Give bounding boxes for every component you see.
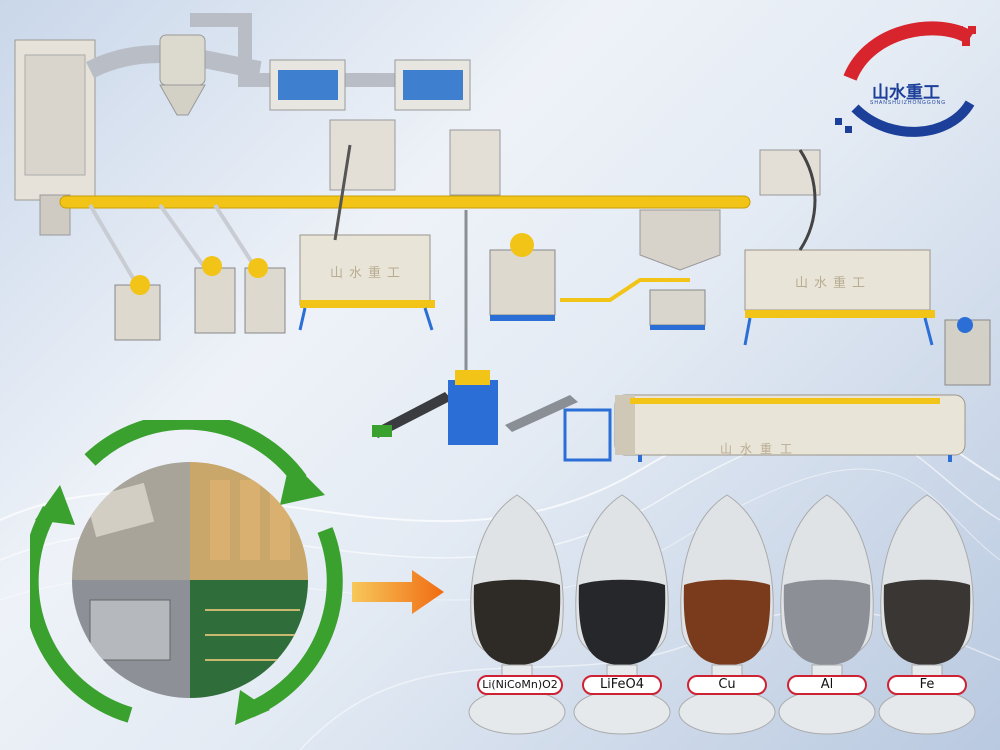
product-label: Cu — [687, 675, 767, 695]
machine-stamp-right: 山水重工 — [795, 276, 872, 291]
machine-stamp-left: 山水重工 — [330, 266, 407, 281]
filter-box-1 — [269, 59, 346, 111]
crusher-unit-3 — [244, 258, 286, 334]
discharge-unit — [944, 317, 991, 386]
pump-group — [649, 289, 706, 330]
branch-pipe — [88, 203, 142, 292]
product-jar: Cu — [672, 490, 782, 740]
product-jar: Li(NiCoMn)O2 — [462, 490, 572, 740]
recycling-production-line — [14, 13, 991, 462]
product-jar: Al — [772, 490, 882, 740]
middle-processing-unit — [489, 233, 556, 321]
inclined-conveyor-2 — [505, 395, 578, 432]
product-label: LiFeO4 — [582, 675, 662, 695]
company-logo: 山水重工 SHANSHUIZHONGGONG — [830, 8, 995, 158]
logo-chinese-name: 山水重工 — [872, 83, 940, 103]
storage-tank — [639, 209, 721, 271]
main-yellow-pipe — [59, 195, 751, 209]
product-label: Al — [787, 675, 867, 695]
logo-pinyin: SHANSHUIZHONGGONG — [870, 100, 947, 106]
crusher-unit-1 — [114, 275, 161, 341]
middle-tower — [449, 129, 501, 196]
scrap-battery-recycling-circle — [30, 420, 350, 730]
separator-machine-right — [743, 249, 935, 346]
separator-machine-left — [298, 234, 435, 331]
product-jar: LiFeO4 — [567, 490, 677, 740]
shredder-unit — [448, 370, 498, 445]
baghouse-dust-collector — [14, 39, 96, 236]
feed-chute — [333, 144, 352, 241]
feed-hopper — [329, 119, 396, 191]
filter-box-2 — [394, 59, 471, 111]
feeder-frame — [563, 408, 612, 462]
cyclone-separator — [159, 34, 206, 116]
process-arrow-icon — [352, 570, 444, 614]
product-samples: Li(NiCoMn)O2 LiFeO4 Cu Al — [462, 490, 982, 740]
rotary-kiln — [614, 394, 966, 462]
branch-pipe — [158, 203, 212, 277]
machine-stamp-kiln: 山水重工 — [720, 442, 801, 456]
product-jar: Fe — [872, 490, 982, 740]
product-label: Fe — [887, 675, 967, 695]
feed-chute-right — [798, 149, 817, 251]
product-label: Li(NiCoMn)O2 — [477, 675, 563, 695]
crusher-unit-2 — [194, 256, 236, 334]
inclined-conveyor — [372, 392, 452, 438]
transfer-pipe — [560, 278, 690, 302]
